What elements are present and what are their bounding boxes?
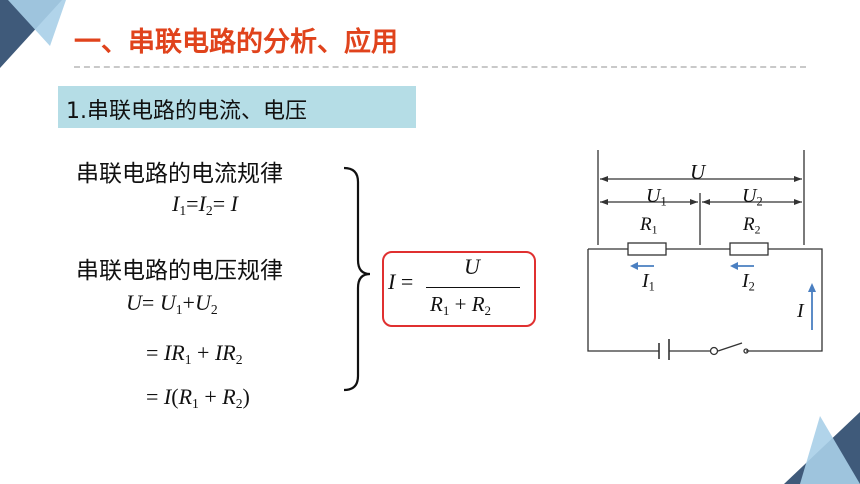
curly-brace <box>343 166 371 392</box>
voltage-equation-line-3: = I(R1 + R2) <box>146 384 250 412</box>
circuit-label-U1: U1 <box>646 185 667 209</box>
circuit-label-I1: I1 <box>642 270 655 294</box>
section-heading: 1.串联电路的电流、电压 <box>66 99 307 124</box>
formula-denominator: R1 + R2 <box>430 292 492 318</box>
formula-numerator: U <box>464 254 480 279</box>
corner-decoration-bottom-right <box>784 412 860 484</box>
section-heading-box <box>58 86 416 128</box>
corner-decoration-top-left <box>0 0 66 68</box>
current-rule-label: 串联电路的电流规律 <box>76 161 283 187</box>
title-divider <box>74 66 806 68</box>
voltage-equation-line-2: = IR1 + IR2 <box>146 340 243 368</box>
circuit-label-I2: I2 <box>742 270 755 294</box>
voltage-equation-line-1: U= U1+U2 <box>126 290 218 318</box>
circuit-label-R1: R1 <box>640 214 658 237</box>
series-circuit-diagram <box>587 150 823 360</box>
circuit-label-I: I <box>797 300 804 322</box>
circuit-label-U2: U2 <box>742 185 763 209</box>
formula-lhs: I = <box>388 269 414 294</box>
voltage-rule-label: 串联电路的电压规律 <box>76 258 283 284</box>
formula-highlight-box <box>382 251 536 327</box>
current-equation: I1=I2= I <box>172 191 238 219</box>
fraction-bar <box>426 287 520 288</box>
page-title: 一、串联电路的分析、应用 <box>74 27 398 58</box>
circuit-label-R2: R2 <box>743 214 761 237</box>
circuit-label-U: U <box>690 160 706 184</box>
